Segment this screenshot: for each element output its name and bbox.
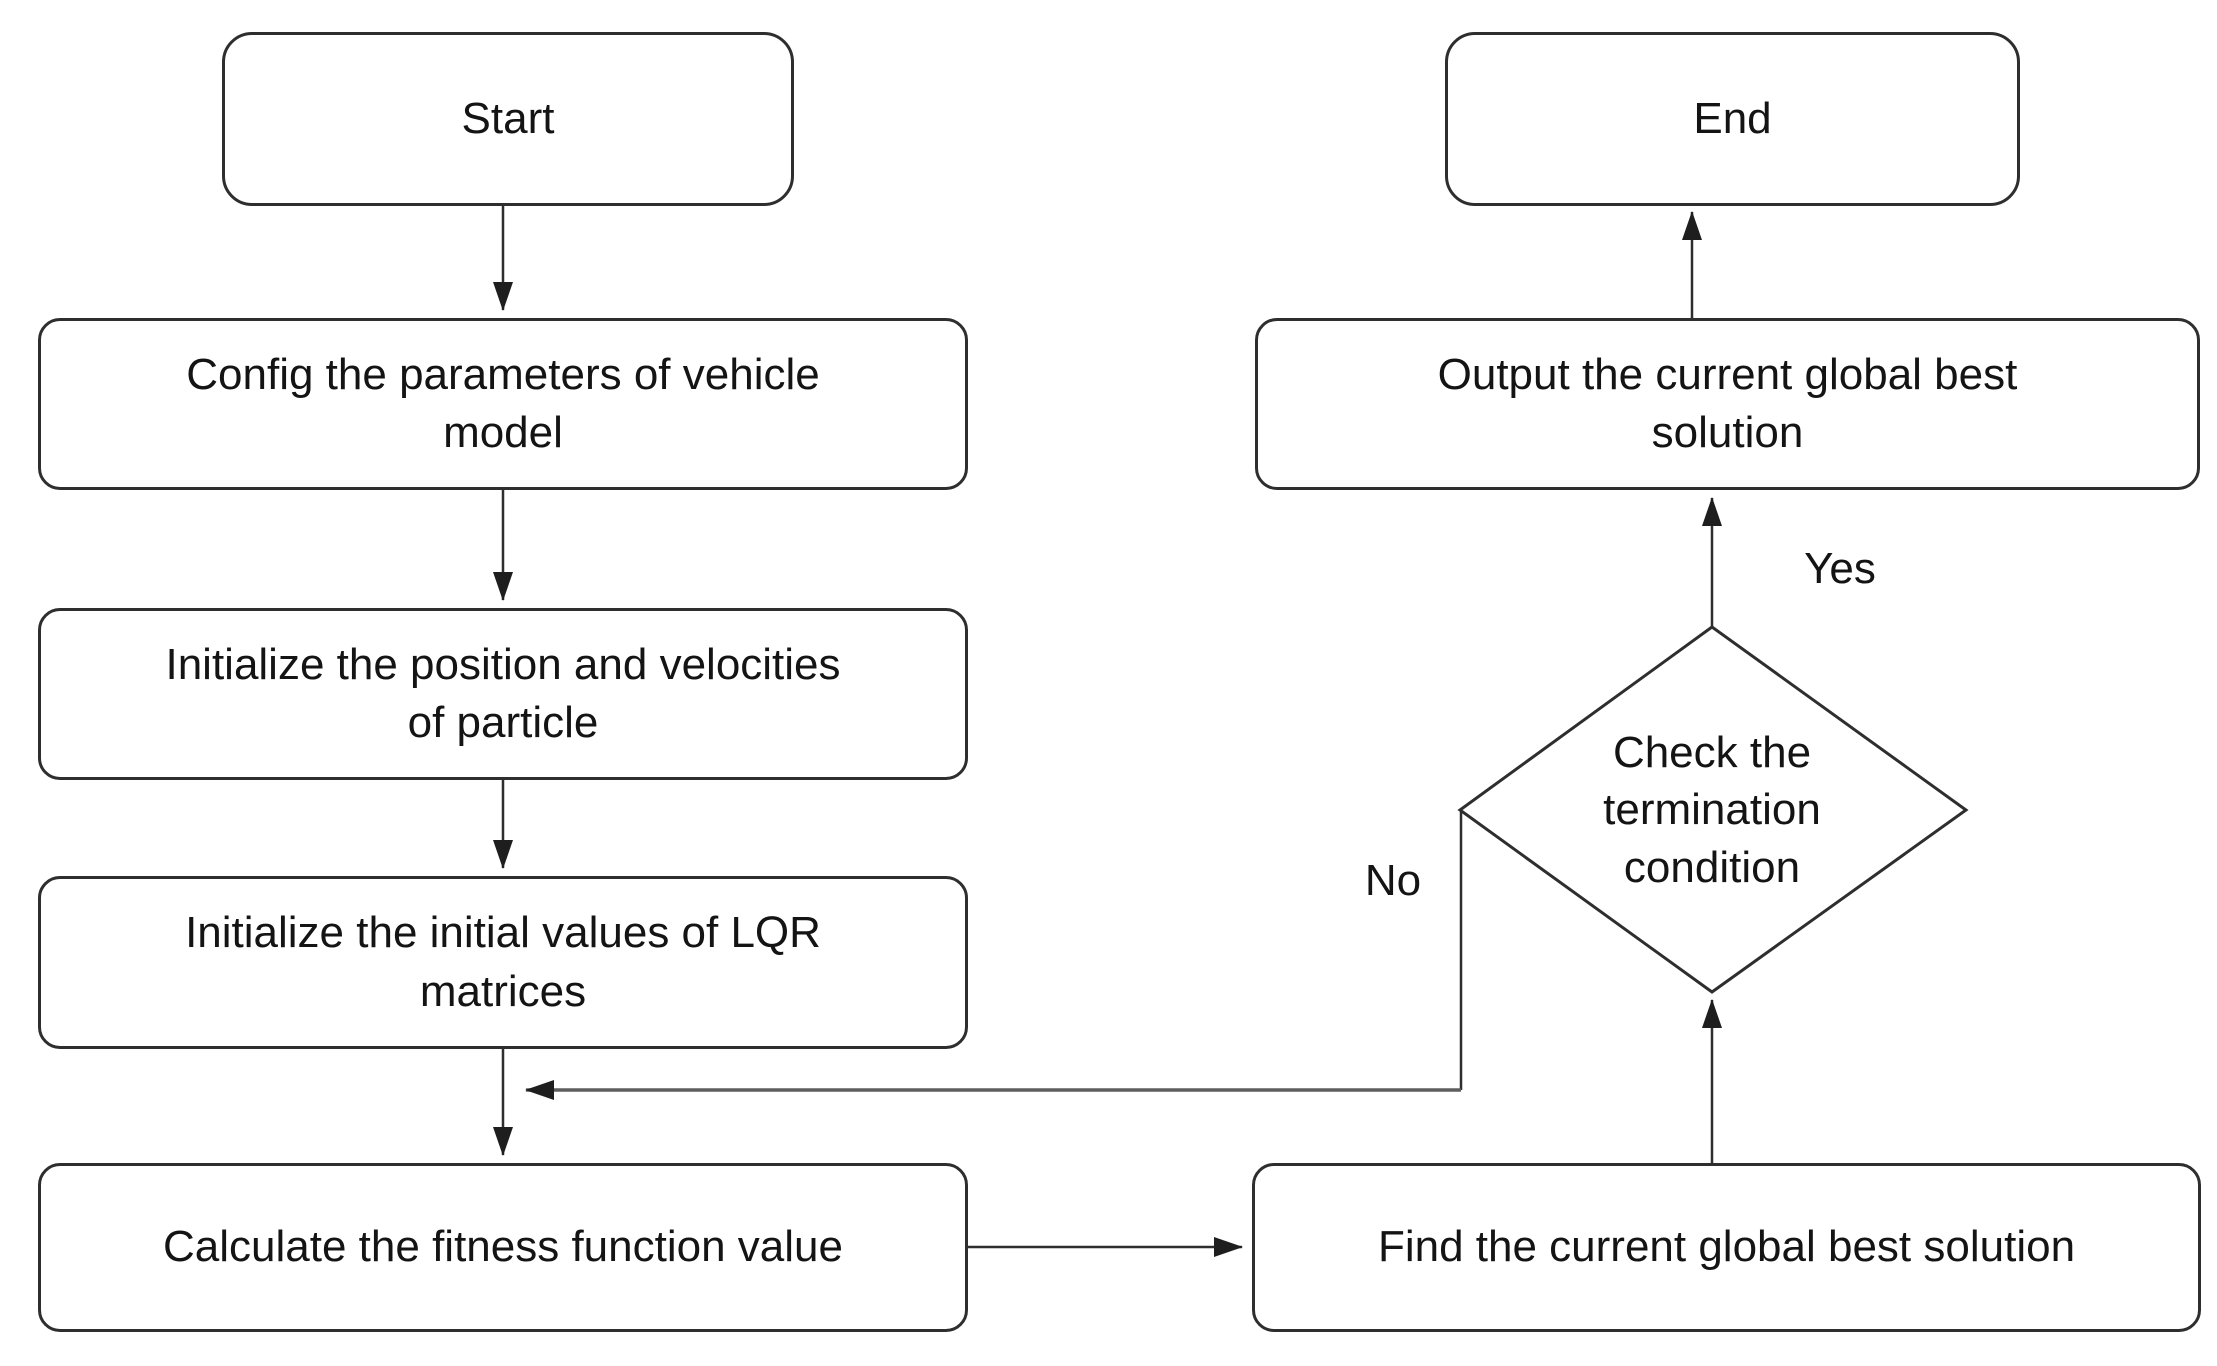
- node-output-best-solution: Output the current global best solution: [1255, 318, 2200, 490]
- node-end: End: [1445, 32, 2020, 206]
- node-start: Start: [222, 32, 794, 206]
- node-initialize-particles: Initialize the position and velocities o…: [38, 608, 968, 780]
- connector-check-no-return: [525, 810, 1463, 1100]
- edge-label-yes: Yes: [1804, 544, 1876, 594]
- edge-label-no: No: [1364, 856, 1422, 906]
- node-find-best-solution: Find the current global best solution: [1252, 1163, 2201, 1332]
- node-calculate-fitness: Calculate the fitness function value: [38, 1163, 968, 1332]
- node-initialize-lqr-matrices: Initialize the initial values of LQR mat…: [38, 876, 968, 1049]
- node-check-termination-label: Check the termination condition: [1603, 728, 1821, 892]
- decision-diamond-shape: [1457, 625, 1969, 994]
- node-config-parameters: Config the parameters of vehicle model: [38, 318, 968, 490]
